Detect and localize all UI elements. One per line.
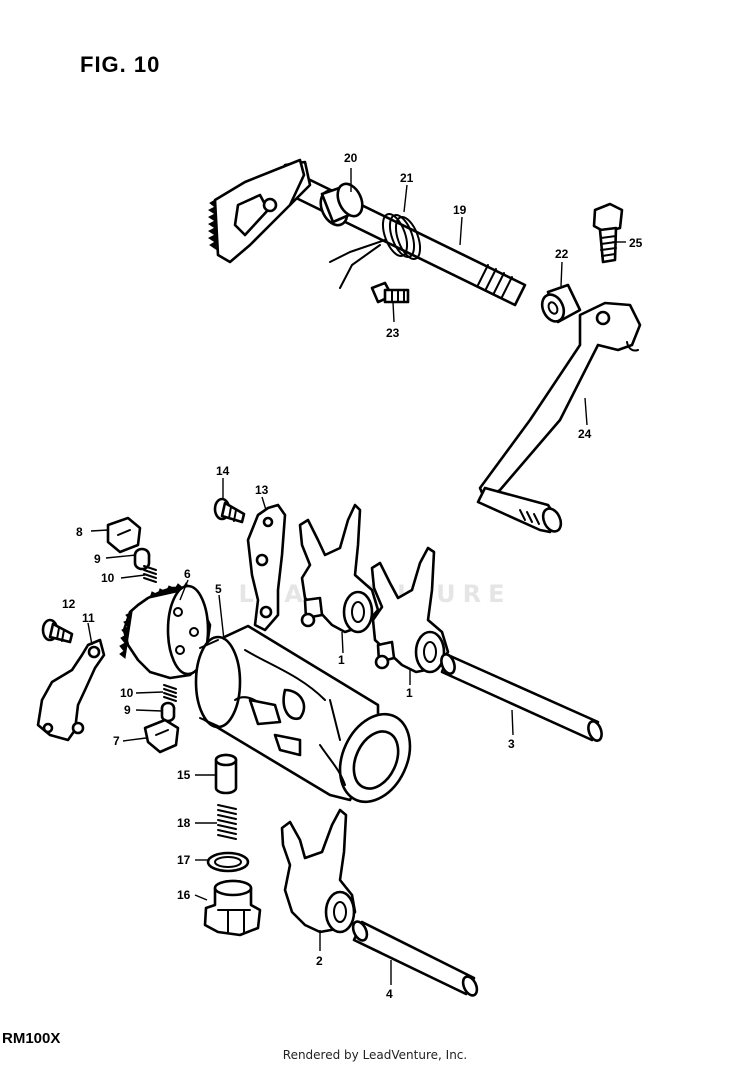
callout-1-a: 1 [338,653,345,667]
part-9-pin-upper [133,547,151,571]
callout-22: 22 [555,247,569,261]
part-24-gearshift-lever [476,301,642,534]
callout-14: 14 [216,464,230,478]
callout-13: 13 [255,483,269,497]
callout-5: 5 [215,582,222,596]
callout-17: 17 [177,853,191,867]
callout-9-lower: 9 [124,703,131,717]
part-6-cam-driven-gear [119,582,212,680]
part-1-gearshift-fork-b [370,546,450,674]
part-4-fork-shaft [351,920,479,997]
callout-10-lower: 10 [120,686,134,700]
part-19-shift-shaft [208,158,527,307]
callout-8: 8 [76,525,83,539]
part-12-bolt [41,618,74,644]
callout-21: 21 [400,171,414,185]
part-25-bolt [592,202,624,264]
callout-24: 24 [578,427,592,441]
part-18-spring [217,804,237,840]
part-23-stopper-bolt [370,281,410,304]
part-1-gearshift-fork-a [298,503,380,634]
callout-23: 23 [386,326,400,340]
part-7-cam-stopper [143,718,180,754]
part-17-gasket [206,851,250,873]
callout-10-upper: 10 [101,571,115,585]
part-16-plug [203,879,262,937]
callout-6: 6 [184,567,191,581]
part-11-plate [36,638,106,742]
part-14-screw [213,497,246,524]
part-5-gearshift-cam [194,624,412,804]
model-code: RM100X [2,1030,61,1047]
figure-title: FIG. 10 [80,52,161,77]
callout-15: 15 [177,768,191,782]
callout-25: 25 [629,236,643,250]
footer-credit: Rendered by LeadVenture, Inc. [282,1048,468,1062]
part-10-spring-lower [163,684,177,702]
callout-19: 19 [453,203,467,217]
callout-16: 16 [177,888,191,902]
callout-18: 18 [177,816,191,830]
part-21-return-spring [329,213,422,289]
part-13-plate [246,503,287,632]
part-2-gearshift-fork [280,808,357,934]
leader-lines [87,168,626,985]
callout-labels: 20 21 19 22 23 25 24 14 13 8 9 10 6 5 12… [62,151,643,1001]
part-9-pin-lower [160,701,176,723]
part-8-cam-stopper [106,516,142,554]
callout-12: 12 [62,597,76,611]
part-15-pin [214,753,238,795]
part-3-fork-shaft [440,653,603,742]
callout-7: 7 [113,734,120,748]
callout-1-b: 1 [406,686,413,700]
callout-3: 3 [508,737,515,751]
callout-2: 2 [316,954,323,968]
callout-9-upper: 9 [94,552,101,566]
callout-4: 4 [386,987,393,1001]
callout-11: 11 [82,611,95,625]
part-20-oil-seal [319,182,364,227]
callout-20: 20 [344,151,358,165]
part-22-bushing [540,283,582,324]
part-10-spring-upper [143,565,157,583]
